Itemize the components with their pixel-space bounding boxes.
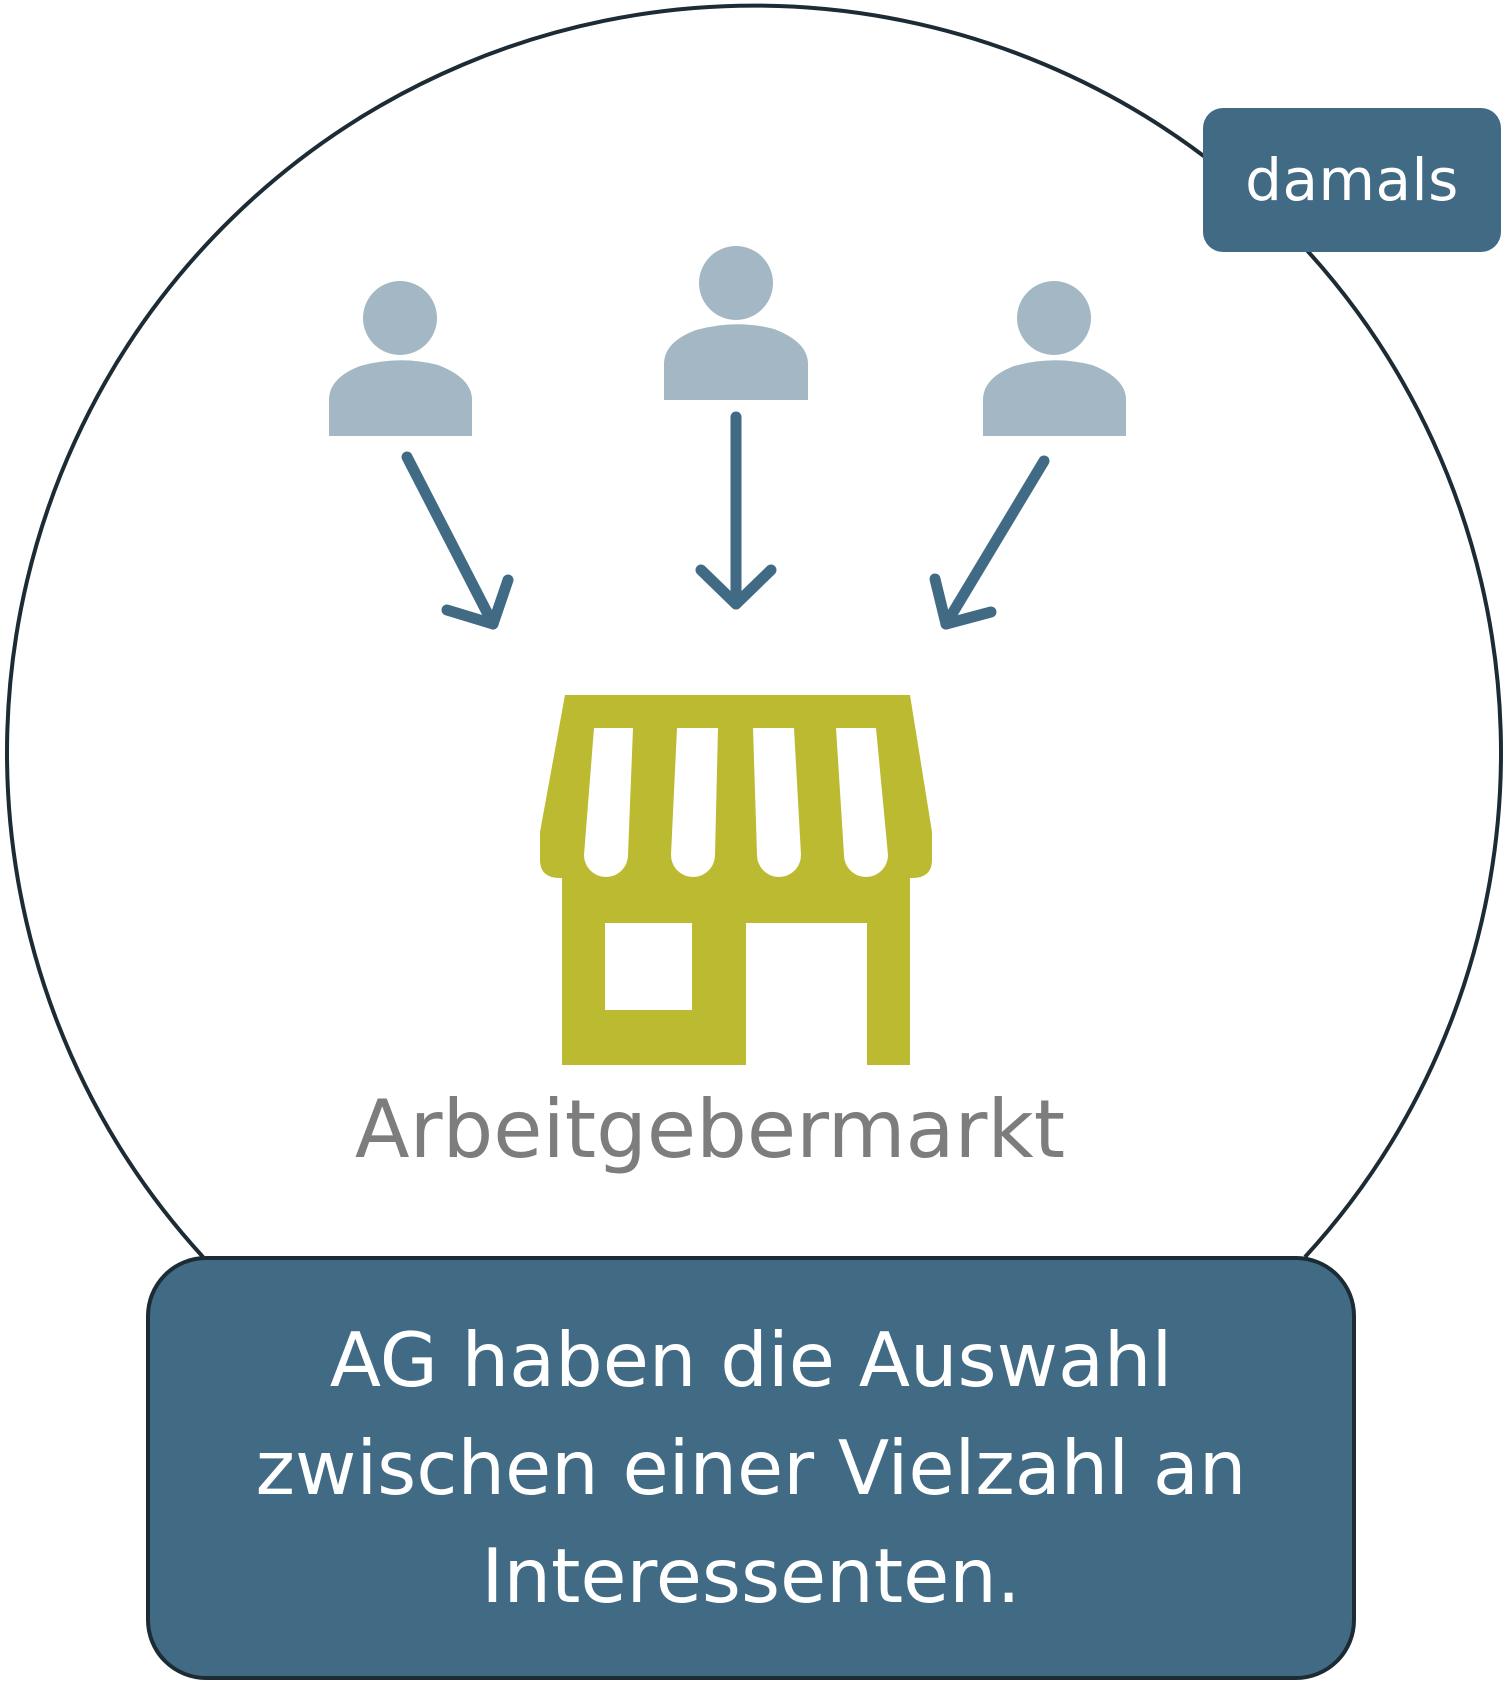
- person-icon: [983, 281, 1126, 436]
- shop-icon: [540, 695, 932, 1065]
- time-badge: damals: [1203, 108, 1501, 252]
- caption-box: AG haben die Auswahl zwischen einer Viel…: [146, 1256, 1356, 1680]
- market-label: Arbeitgebermarkt: [354, 1083, 1066, 1176]
- person-icon: [664, 246, 808, 400]
- caption-text: AG haben die Auswahl zwischen einer Viel…: [255, 1316, 1247, 1620]
- arrow-icon: [695, 411, 777, 610]
- time-badge-label: damals: [1245, 146, 1459, 214]
- arrow-icon: [929, 455, 1050, 630]
- arrow-icon: [401, 451, 514, 630]
- person-icon: [329, 281, 472, 436]
- outline-circle: [5, 3, 1503, 1259]
